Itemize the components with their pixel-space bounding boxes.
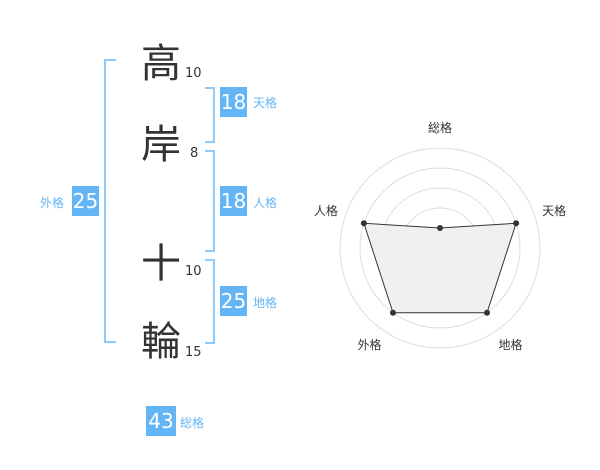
radar-point-2 bbox=[484, 309, 491, 316]
gaikaku-value: 25 bbox=[72, 186, 99, 216]
radar-ring bbox=[339, 147, 541, 349]
radar-point-3 bbox=[389, 309, 396, 316]
chikaku-bracket bbox=[205, 259, 215, 344]
stroke-count-4: 15 bbox=[185, 345, 202, 360]
name-char-4: 輪 bbox=[141, 319, 181, 365]
radar-point-0 bbox=[437, 225, 443, 231]
stroke-count-1: 10 bbox=[185, 66, 202, 81]
soukaku-value: 43 bbox=[146, 406, 176, 436]
name-char-2: 岸 bbox=[141, 122, 181, 168]
radar-axis-label-2: 地格 bbox=[499, 337, 523, 352]
jinkaku-label: 人格 bbox=[253, 196, 278, 210]
gaikaku-bracket bbox=[104, 59, 116, 343]
radar-axis-label-0: 総格 bbox=[428, 120, 452, 135]
stroke-count-2: 8 bbox=[190, 146, 199, 161]
radar-point-1 bbox=[513, 220, 520, 227]
jinkaku-bracket bbox=[205, 150, 215, 252]
name-char-3: 十 bbox=[141, 241, 181, 287]
stroke-count-3: 10 bbox=[185, 264, 202, 279]
chikaku-label: 地格 bbox=[253, 296, 278, 310]
radar-axis-label-1: 天格 bbox=[542, 203, 566, 218]
tenkaku-bracket bbox=[205, 87, 215, 143]
radar-axis-label-3: 外格 bbox=[357, 337, 381, 352]
tenkaku-value: 18 bbox=[220, 87, 247, 117]
radar-ring bbox=[359, 167, 521, 329]
chikaku-value: 25 bbox=[220, 286, 247, 316]
radar-point-4 bbox=[360, 220, 367, 227]
tenkaku-label: 天格 bbox=[253, 96, 278, 110]
radar-area bbox=[363, 222, 517, 314]
name-char-1: 高 bbox=[141, 41, 181, 87]
soukaku-label: 総格 bbox=[180, 416, 205, 430]
gaikaku-label: 外格 bbox=[40, 196, 65, 210]
jinkaku-value: 18 bbox=[220, 186, 247, 216]
radar-axis-label-4: 人格 bbox=[314, 203, 338, 218]
